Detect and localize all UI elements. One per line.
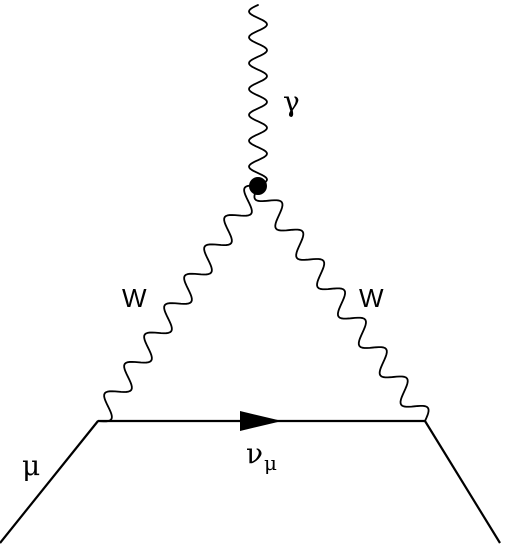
w-boson-left-propagator: [97, 184, 259, 423]
w-boson-right-propagator: [253, 185, 430, 422]
neutrino-subscript: μ: [264, 451, 278, 475]
muon-incoming-line: [0, 420, 99, 544]
neutrino-arrow-icon: [240, 411, 282, 431]
vertex-dot: [249, 177, 267, 195]
photon-label: γ: [283, 85, 300, 118]
muon-outgoing-line: [424, 420, 501, 544]
w-boson-right-label: W: [359, 283, 384, 313]
photon-propagator: [248, 4, 268, 187]
neutrino-symbol: ν: [246, 437, 264, 470]
muon-label: μ: [22, 449, 41, 482]
w-boson-left-label: W: [122, 283, 147, 313]
neutrino-label: νμ: [246, 437, 277, 474]
